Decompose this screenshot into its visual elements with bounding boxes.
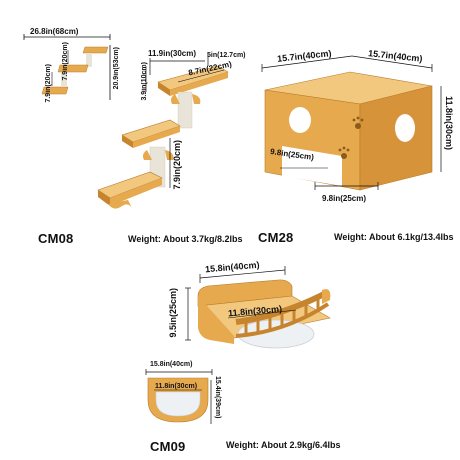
cm09-front-inner-label: 11.8in(30cm) [155,383,198,390]
cm28-height-label: 11.8in(30cm) [444,96,454,151]
cm08-width-total-label: 26.8in(68cm) [30,27,79,36]
cm09-depth-label: 9.5in(25cm) [168,288,178,338]
cm08-shelf-side-label: 5in(12.7cm) [207,52,246,59]
cm09-model-label: CM09 [150,439,186,454]
cm28-model-label: CM28 [258,230,294,245]
cm28-weight-label: Weight: About 6.1kg/13.4lbs [334,232,454,242]
cm09-front-width-label: 15.8in(40cm) [150,361,193,368]
cm08-weight-label: Weight: About 3.7kg/8.2lbs [128,234,243,244]
cm08-model-label: CM08 [38,231,74,246]
cm28-bottom-label: 9.8in(25cm) [322,194,367,203]
cm09-front-height-label: 15.4in(39cm) [214,376,221,419]
cm09-weight-label: Weight: About 2.9kg/6.4lbs [226,440,341,450]
cm08-shelf-width-label: 11.9in(30cm) [148,49,197,58]
